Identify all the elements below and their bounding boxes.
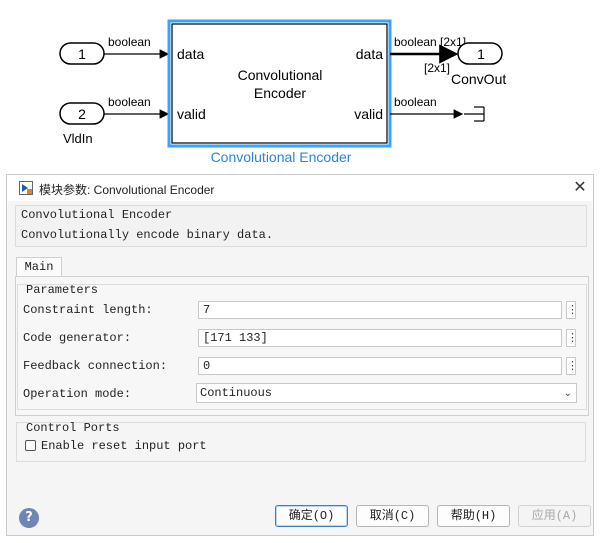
inport-1-number: 1: [78, 46, 86, 62]
block-port-out-data: data: [356, 46, 383, 62]
inport-2-number: 2: [78, 106, 86, 122]
block-title-line1: Convolutional: [238, 67, 323, 83]
close-icon[interactable]: ✕: [573, 179, 587, 196]
enable-reset-checkbox[interactable]: [25, 440, 36, 451]
block-port-in-valid: valid: [177, 106, 206, 122]
constraint-length-more-button[interactable]: ⋮: [566, 301, 578, 319]
signal-type-label-out2: boolean: [394, 95, 437, 109]
block-parameters-dialog: 模块参数: Convolutional Encoder ✕ Convolutio…: [6, 174, 594, 536]
block-description-box: Convolutional Encoder Convolutionally en…: [15, 205, 587, 247]
signal-dims-label-out1: [2x1]: [424, 61, 450, 75]
code-generator-input[interactable]: [171 133]: [198, 329, 562, 347]
ok-button[interactable]: 确定(O): [275, 505, 348, 527]
parameters-group: Parameters: [17, 283, 587, 410]
feedback-connection-more-button[interactable]: ⋮: [566, 357, 578, 375]
signal-type-label-in1: boolean: [108, 35, 151, 49]
chevron-down-icon: ⌄: [563, 388, 572, 399]
dialog-titlebar[interactable]: 模块参数: Convolutional Encoder ✕: [7, 175, 593, 201]
block-port-in-data: data: [177, 46, 204, 62]
inport-2[interactable]: 2: [59, 102, 105, 125]
code-generator-label: Code generator:: [23, 331, 132, 345]
apply-button[interactable]: 应用(A): [518, 505, 591, 527]
inport-2-name: VldIn: [63, 131, 93, 146]
signal-type-label-out1: boolean [2x1]: [394, 35, 466, 49]
parameters-group-title: Parameters: [26, 283, 99, 297]
outport-1[interactable]: 1: [457, 42, 503, 65]
help-icon[interactable]: ?: [19, 508, 39, 528]
simulink-block-icon: [19, 181, 33, 195]
help-button[interactable]: 帮助(H): [437, 505, 510, 527]
operation-mode-select[interactable]: Continuous ⌄: [196, 383, 577, 403]
code-generator-more-button[interactable]: ⋮: [566, 329, 578, 347]
block-description: Convolutionally encode binary data.: [21, 228, 274, 242]
enable-reset-label[interactable]: Enable reset input port: [41, 439, 207, 453]
outport-1-name: ConvOut: [451, 71, 506, 87]
cancel-button[interactable]: 取消(C): [356, 505, 429, 527]
signal-type-label-in2: boolean: [108, 95, 151, 109]
constraint-length-input[interactable]: 7: [198, 301, 562, 319]
operation-mode-value: Continuous: [200, 386, 273, 400]
terminator-block[interactable]: [464, 106, 485, 122]
convolutional-encoder-block[interactable]: data valid data valid Convolutional Enco…: [167, 19, 392, 148]
inport-1[interactable]: 1: [59, 42, 105, 65]
block-type-name: Convolutional Encoder: [21, 208, 173, 222]
feedback-connection-label: Feedback connection:: [23, 359, 168, 373]
outport-1-number: 1: [477, 46, 485, 62]
block-name-label[interactable]: Convolutional Encoder: [211, 149, 352, 165]
control-ports-group-title: Control Ports: [26, 421, 120, 435]
block-title-line2: Encoder: [254, 85, 306, 101]
simulink-diagram: 1 boolean 2 VldIn boolean data valid dat…: [59, 19, 506, 165]
tab-main[interactable]: Main: [16, 257, 62, 277]
constraint-length-label: Constraint length:: [23, 303, 153, 317]
block-port-out-valid: valid: [354, 106, 383, 122]
control-ports-group: Control Ports: [16, 421, 586, 462]
operation-mode-label: Operation mode:: [23, 387, 132, 401]
dialog-title: 模块参数: Convolutional Encoder: [39, 183, 215, 197]
feedback-connection-input[interactable]: 0: [198, 357, 562, 375]
